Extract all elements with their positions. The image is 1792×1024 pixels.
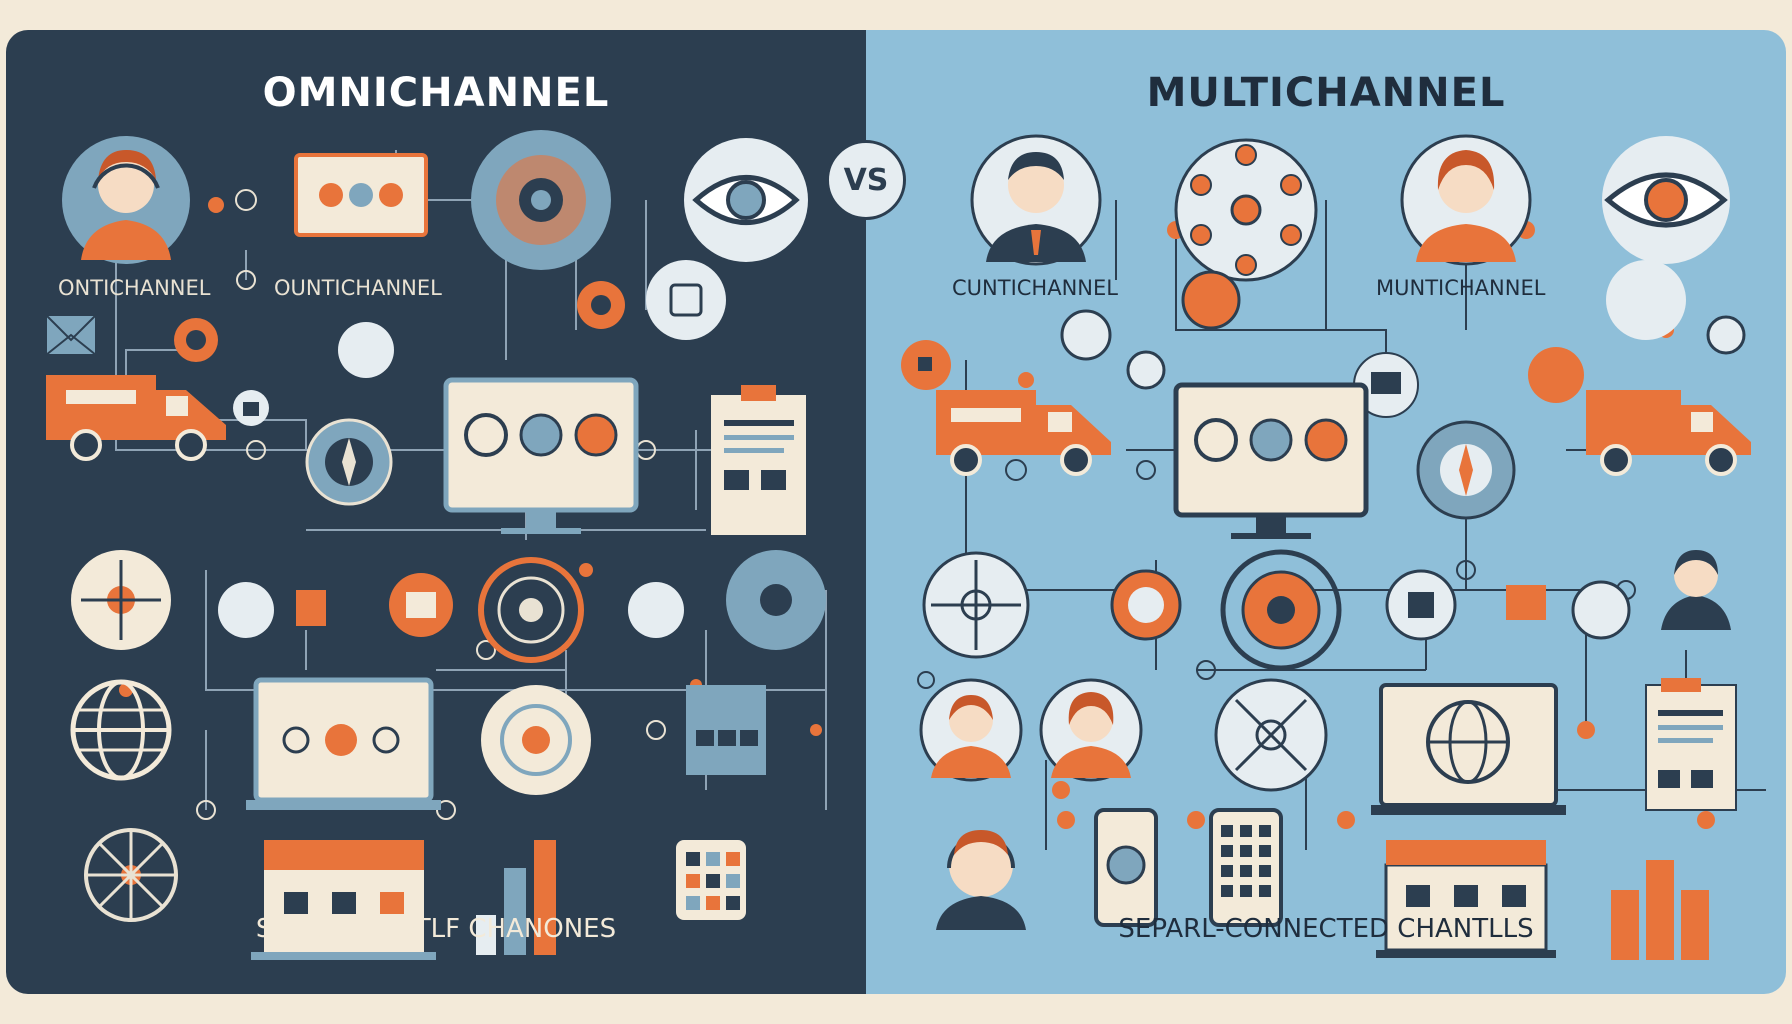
vs-badge: VS: [826, 140, 906, 220]
target-ring-icon: [478, 557, 584, 663]
play-node: [1110, 569, 1182, 641]
ring-node-mid: [1571, 580, 1631, 640]
omnichannel-panel: OMNICHANNEL ONTICHANNEL OUNTICHANNEL SEP…: [6, 30, 866, 994]
central-monitor-icon: [1173, 382, 1369, 539]
square-node: [1528, 347, 1584, 403]
bar-chart-icon: [476, 840, 556, 955]
phone-icon: [1094, 808, 1158, 927]
omnichannel-footer: SEPERATE OTLF CHANONES: [255, 914, 617, 944]
app-grid-icon: [676, 840, 746, 920]
grid-node: [1385, 569, 1457, 641]
wheel-icon: [84, 828, 178, 922]
lock-node: [233, 390, 269, 426]
bag-node: [1506, 585, 1546, 620]
agent-icon-small: [1661, 550, 1731, 630]
omnichannel-label-a: ONTICHANNEL: [58, 276, 211, 300]
keypad-icon: [1209, 808, 1283, 927]
ring-node: [1060, 309, 1112, 361]
laptop-icon: [246, 677, 441, 810]
compass-icon: [1416, 420, 1516, 520]
chat-node: [901, 340, 951, 390]
hub-icon: [1214, 678, 1328, 792]
ring-node-right: [1706, 315, 1746, 355]
bag-node: [296, 590, 326, 626]
omnichannel-label-b: OUNTICHANNEL: [274, 276, 442, 300]
compass-hub-icon: [922, 551, 1030, 659]
tablet-node: [646, 260, 726, 340]
ring-node-small: [1126, 350, 1166, 390]
network-hub-icon: [1174, 138, 1318, 282]
multichannel-footer: SEPARL-CONNECTED CHANTLLS: [1118, 914, 1534, 944]
network-hub-icon: [71, 550, 171, 650]
central-monitor-icon: [443, 377, 639, 534]
storefront-icon: [1376, 840, 1556, 958]
globe-icon: [70, 679, 172, 781]
swirl-node: [628, 582, 684, 638]
delivery-van-icon: [936, 390, 1111, 476]
chart-node: [218, 582, 274, 638]
eye-icon: [1602, 136, 1730, 264]
tablet-node: [1353, 352, 1419, 418]
omnichannel-illustration: [45, 130, 827, 960]
photo-node: [338, 322, 394, 378]
target-ring-icon: [1220, 549, 1342, 671]
multichannel-illustration: [901, 134, 1766, 960]
multichannel-title: MULTICHANNEL: [1146, 70, 1506, 116]
eye-icon: [684, 138, 808, 262]
omnichannel-title: OMNICHANNEL: [262, 70, 610, 116]
agent-icon-female: [1400, 134, 1532, 266]
mail-icon: [45, 314, 97, 356]
agent-icon-row: [919, 678, 1143, 782]
calendar-icon: [686, 685, 766, 775]
agent-icon-male: [970, 134, 1102, 266]
document-icon: [711, 385, 806, 535]
multichannel-panel: MULTICHANNEL CUNTICHANNEL MUNTICHANNEL S…: [866, 30, 1786, 994]
multichannel-label-b: MUNTICHANNEL: [1376, 276, 1546, 300]
storefront-icon: [251, 840, 436, 960]
bar-chart-icon: [1611, 860, 1709, 960]
target-icon: [471, 130, 611, 270]
compass-icon: [305, 418, 393, 506]
hub-icon: [481, 685, 591, 795]
monitor-icon: [294, 153, 428, 237]
photo-node: [1606, 260, 1686, 340]
delivery-van-icon-right: [1586, 390, 1751, 476]
delivery-van-icon: [46, 375, 226, 461]
compass-hub-icon: [726, 550, 826, 650]
multichannel-label-a: CUNTICHANNEL: [952, 276, 1118, 300]
headset-agent-icon: [936, 830, 1026, 930]
document-icon: [1645, 678, 1737, 811]
orange-node: [1181, 270, 1241, 330]
agent-icon: [62, 136, 190, 264]
globe-laptop-icon: [1371, 683, 1566, 815]
square-node: [389, 573, 453, 637]
